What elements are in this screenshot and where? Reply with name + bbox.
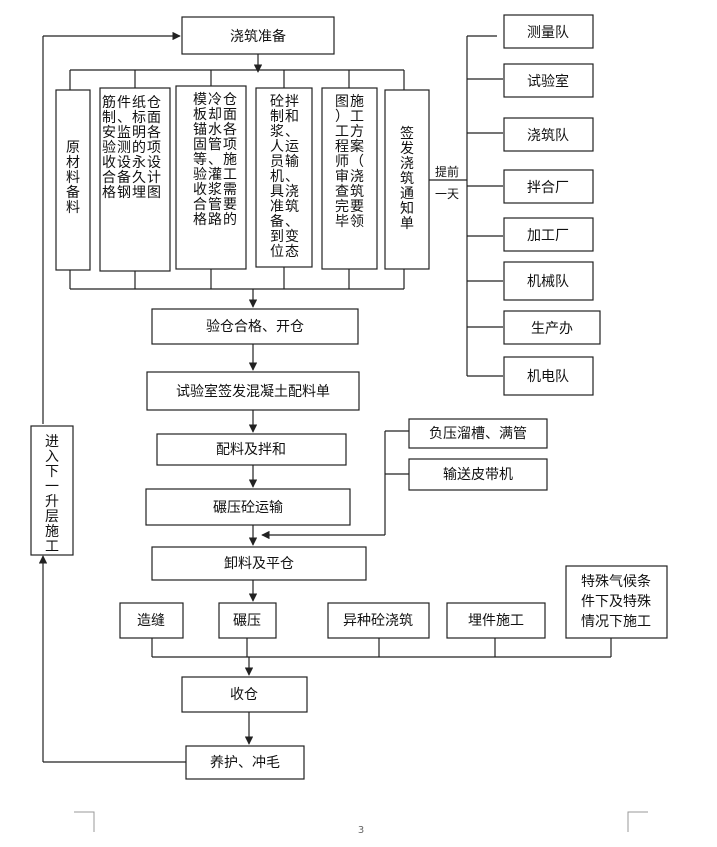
curing-label: 养护、冲毛: [210, 755, 280, 771]
subtask-joint: 造缝: [119, 602, 184, 639]
column-embedded-parts: 仓面各项设计图纸标明的永久埋件、监测设备钢筋制安验收合格: [99, 87, 171, 272]
node-mix-slip: 试验室签发混凝土配料单: [146, 371, 360, 411]
dept-survey: 测量队: [503, 14, 594, 49]
belt-label: 输送皮带机: [443, 467, 513, 483]
dept-processing-plant-label: 加工厂: [527, 228, 569, 244]
subtask-joint-label: 造缝: [137, 613, 165, 629]
unload-label: 卸料及平仓: [224, 556, 294, 572]
node-chute: 负压溜槽、满管: [408, 418, 548, 449]
node-batching: 配料及拌和: [156, 433, 347, 466]
node-check-open: 验仓合格、开仓: [151, 308, 359, 345]
condition-columns: 原材料备料 仓面各项设计图纸标明的永久埋件、监测设备钢筋制安验收合格 仓面各项施…: [55, 85, 430, 272]
subtask-embedded-label: 埋件施工: [468, 613, 524, 629]
column-cooling-pipes-text: 仓面各项施工需要的冷却水管、灌浆管路模板锚固等验收合格: [193, 92, 237, 228]
column-plan-review: 施工方案（浇筑要领图）工程师审查完毕: [321, 87, 378, 270]
dept-mixing-plant-label: 拌合厂: [527, 180, 569, 196]
chute-label: 负压溜槽、满管: [429, 426, 527, 442]
dept-electromech-team: 机电队: [503, 356, 594, 396]
subtask-heterogeneous: 异种砼浇筑: [327, 602, 430, 639]
connectors: [38, 31, 612, 763]
mix-slip-label: 试验室签发混凝土配料单: [176, 383, 330, 400]
dept-machinery-team-label: 机械队: [527, 274, 569, 290]
special-line-1: 特殊气候条: [581, 573, 651, 590]
next-layer-text: 进入下一升层施工: [45, 434, 59, 555]
advance-line-2: 一天: [435, 187, 459, 201]
departments: 测量队 试验室 浇筑队 拌合厂 加工厂 机械队 生产办 机电队: [503, 14, 601, 396]
special-line-3: 情况下施工: [581, 614, 651, 630]
column-equipment-ready-text: 拌和、运输、浇筑、变态砼制浆人员机具准备到位: [270, 94, 299, 260]
dept-survey-label: 测量队: [527, 25, 569, 41]
node-unload: 卸料及平仓: [151, 546, 367, 581]
column-pour-notice: 签发浇筑通知单: [384, 89, 430, 270]
node-prepare: 浇筑准备: [181, 16, 335, 55]
column-cooling-pipes: 仓面各项施工需要的冷却水管、灌浆管路模板锚固等验收合格: [175, 85, 247, 270]
node-next-layer: 进入下一升层施工: [30, 425, 74, 556]
subtask-heterogeneous-label: 异种砼浇筑: [343, 613, 413, 629]
dept-electromech-team-label: 机电队: [527, 369, 569, 385]
subtask-special-conditions: 特殊气候条 件下及特殊 情况下施工: [565, 565, 668, 639]
check-open-label: 验仓合格、开仓: [206, 319, 304, 335]
dept-pouring-team: 浇筑队: [503, 117, 594, 152]
dept-production-office-label: 生产办: [531, 321, 573, 337]
dept-machinery-team: 机械队: [503, 261, 594, 301]
transport-label: 碾压砼运输: [213, 500, 283, 516]
column-pour-notice-text: 签发浇筑通知单: [400, 125, 414, 232]
close-label: 收仓: [230, 687, 258, 703]
batching-label: 配料及拌和: [216, 442, 286, 458]
node-curing: 养护、冲毛: [185, 745, 305, 780]
subtask-rolling: 碾压: [218, 602, 277, 639]
page-number: 3: [358, 825, 364, 836]
node-close: 收仓: [181, 676, 308, 713]
dept-lab-label: 试验室: [527, 73, 569, 90]
subtask-rolling-label: 碾压: [233, 613, 261, 629]
column-embedded-parts-text: 仓面各项设计图纸标明的永久埋件、监测设备钢筋制安验收合格: [102, 94, 161, 201]
advance-line-1: 提前: [435, 164, 459, 179]
dept-production-office: 生产办: [503, 310, 601, 345]
dept-processing-plant: 加工厂: [503, 217, 594, 252]
column-equipment-ready: 拌和、运输、浇筑、变态砼制浆人员机具准备到位: [255, 87, 313, 268]
column-materials-text: 原材料备料: [66, 140, 80, 216]
subtask-row: 造缝 碾压 异种砼浇筑 埋件施工 特殊气候条 件下及特殊 情况下施工: [119, 565, 668, 639]
dept-lab: 试验室: [503, 63, 594, 98]
prepare-label: 浇筑准备: [230, 28, 286, 45]
node-belt: 输送皮带机: [408, 458, 548, 491]
column-materials: 原材料备料: [55, 89, 91, 271]
crop-mark-left: [74, 811, 95, 832]
subtask-embedded: 埋件施工: [446, 602, 546, 639]
column-plan-review-text: 施工方案（浇筑要领图）工程师审查完毕: [335, 94, 364, 230]
dept-pouring-team-label: 浇筑队: [527, 128, 569, 144]
crop-mark-right: [627, 811, 648, 832]
special-line-2: 件下及特殊: [581, 594, 651, 610]
crop-marks: [74, 811, 648, 832]
advance-note: 提前 一天: [435, 164, 459, 201]
node-transport: 碾压砼运输: [145, 488, 351, 526]
dept-mixing-plant: 拌合厂: [503, 169, 594, 204]
